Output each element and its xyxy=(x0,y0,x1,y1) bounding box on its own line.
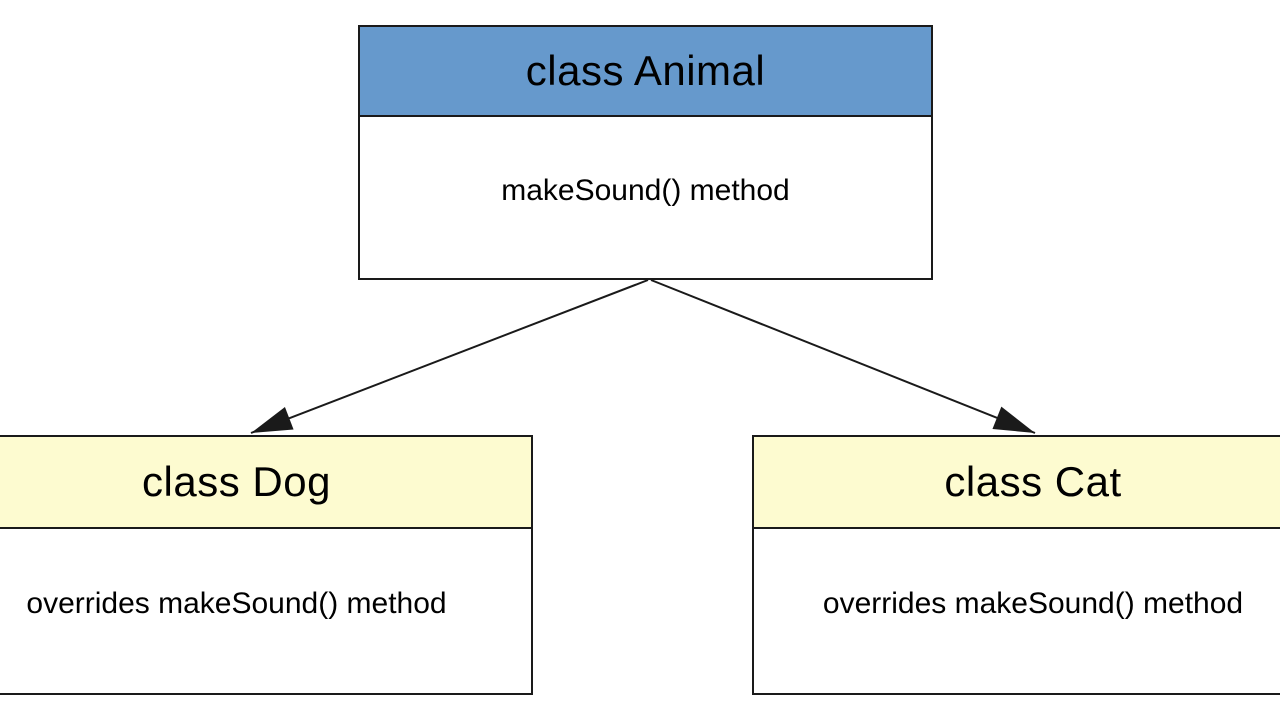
class-box-cat-body-text: overrides makeSound() method xyxy=(822,587,1244,620)
class-box-animal: class Animal makeSound() method xyxy=(358,25,933,280)
class-box-animal-body: makeSound() method xyxy=(360,117,931,278)
class-box-cat: class Cat overrides makeSound() method xyxy=(752,435,1280,695)
class-box-cat-body: overrides makeSound() method xyxy=(754,529,1280,693)
class-box-cat-title: class Cat xyxy=(944,458,1122,505)
class-box-dog-body: overrides makeSound() method xyxy=(0,529,531,693)
class-box-animal-header: class Animal xyxy=(360,27,931,117)
arrow-animal-to-dog xyxy=(250,279,649,434)
class-box-dog: class Dog overrides makeSound() method xyxy=(0,435,533,695)
class-box-cat-header: class Cat xyxy=(754,437,1280,529)
class-box-dog-header: class Dog xyxy=(0,437,531,529)
class-box-dog-body-text: overrides makeSound() method xyxy=(26,587,447,620)
class-box-animal-body-text: makeSound() method xyxy=(501,173,790,207)
class-box-animal-title: class Animal xyxy=(525,47,766,94)
arrow-animal-to-cat xyxy=(650,279,1036,434)
class-box-dog-title: class Dog xyxy=(142,458,331,505)
